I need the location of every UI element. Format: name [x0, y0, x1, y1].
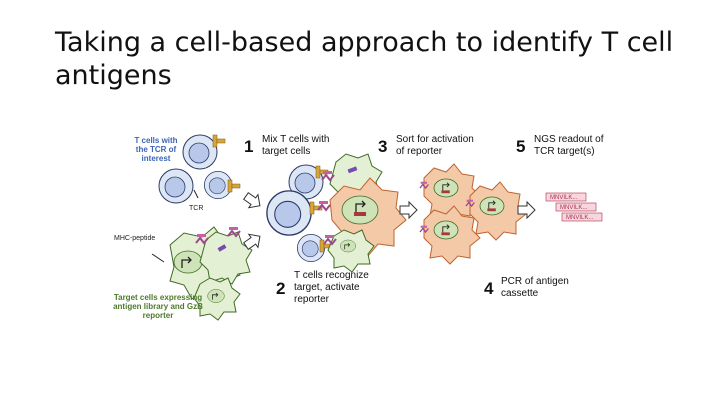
step-1-text: Mix T cells with — [262, 134, 329, 145]
tcell-icon — [296, 233, 333, 263]
activated-cell-icon — [469, 181, 527, 241]
tcell-icon — [182, 134, 226, 170]
tcells-label: the TCR of — [136, 145, 177, 154]
ngs-read: MNVILK... — [555, 202, 597, 212]
mhc-label: MHC-peptide — [114, 235, 155, 242]
svg-text:MNVILK...: MNVILK... — [560, 205, 588, 211]
ngs-read: MNVILK... — [545, 192, 587, 202]
step-2-number: 2 — [276, 279, 285, 298]
tcells-label: T cells with — [134, 136, 177, 145]
step-2-text: target, activate — [294, 282, 360, 293]
ngs-read: MNVILK... — [561, 212, 603, 222]
target-cell-icon — [193, 277, 241, 321]
step-4-text: cassette — [501, 288, 539, 299]
mhc-pointer — [151, 253, 165, 263]
tcr-pointer — [193, 189, 199, 199]
target-label: antigen library and GzB — [113, 302, 203, 311]
target-label: reporter — [143, 311, 174, 320]
svg-text:MNVILK...: MNVILK... — [550, 195, 578, 201]
svg-text:MNVILK...: MNVILK... — [566, 215, 594, 221]
target-label: Target cells expressing — [114, 293, 202, 302]
tcells-label: interest — [142, 154, 171, 163]
step-3-text: of reporter — [396, 146, 443, 157]
tcell-icon — [158, 168, 194, 204]
step-2-text: reporter — [294, 294, 330, 305]
slide-title: Taking a cell-based approach to identify… — [55, 27, 674, 91]
step-5-text: NGS readout of — [534, 134, 604, 145]
target-cell-icon — [327, 229, 375, 273]
target-cell-icon — [199, 231, 253, 285]
arrow-icon — [240, 188, 266, 213]
mhc-icon — [317, 200, 331, 211]
tcr-label: TCR — [189, 205, 203, 212]
step-2-text: T cells recognize — [294, 270, 369, 281]
tcell-icon — [203, 170, 241, 200]
activated-cell-icon — [423, 205, 481, 265]
step-4-number: 4 — [484, 279, 494, 298]
step-4-text: PCR of antigen — [501, 276, 569, 287]
step-5-number: 5 — [516, 137, 525, 156]
step-3-number: 3 — [378, 137, 387, 156]
step-1-text: target cells — [262, 146, 310, 157]
step-3-text: Sort for activation — [396, 134, 474, 145]
activated-cell-icon — [423, 163, 481, 223]
step-1-number: 1 — [244, 137, 253, 156]
step-5-text: TCR target(s) — [534, 146, 595, 157]
